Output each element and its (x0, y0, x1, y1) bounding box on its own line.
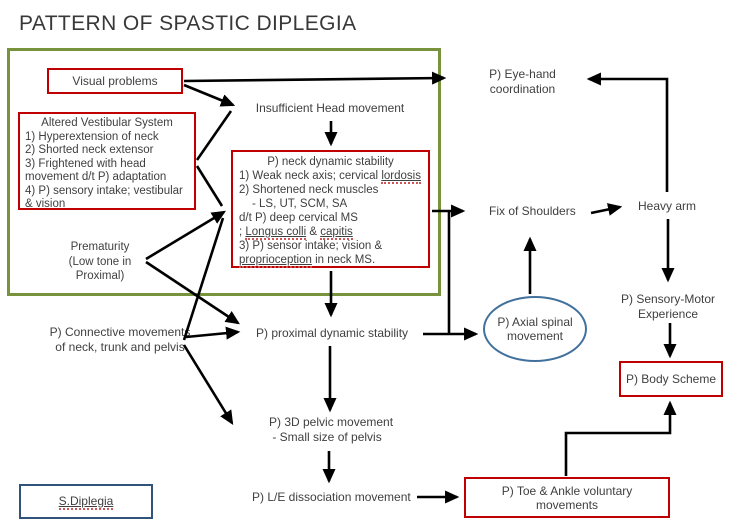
arrow-connective-to-pelvic (182, 344, 234, 425)
prematurity-label: Prematurity (Low tone in Proximal) (68, 241, 132, 282)
le-dissociation-label: P) L/E dissociation movement (252, 490, 411, 504)
altered-vestibular-line: movement d/t P) adaptation (25, 171, 167, 183)
altered-vestibular-line: 1) Hyperextension of neck (25, 130, 159, 143)
connective-movements-label: P) Connective movements of neck, trunk a… (49, 325, 191, 354)
proximal-stability-label: P) proximal dynamic stability (256, 326, 409, 340)
axial-spinal-ellipse: P) Axial spinal movement (483, 296, 587, 362)
neck-line6-underlined-1: Longus colli (245, 226, 307, 240)
visual-problems-label: Visual problems (72, 74, 158, 88)
visual-problems-box: Visual problems (47, 68, 183, 94)
neck-line6-mid: & (306, 226, 321, 238)
altered-vestibular-line: 4) P) sensory intake; vestibular (25, 184, 183, 197)
neck-stability-line: ; Longus colli & capitis (239, 225, 422, 240)
altered-vestibular-line: 2) Shorted neck extensor (25, 144, 154, 156)
eye-hand-label: P) Eye-hand coordination (489, 67, 556, 96)
page-title: PATTERN OF SPASTIC DIPLEGIA (19, 12, 357, 35)
neck-stability-line: 3) P) sensor intake; vision & (239, 240, 383, 252)
s-diplegia-label: S.Diplegia (58, 493, 114, 510)
neck-stability-line: d/t P) deep cervical MS (239, 212, 358, 224)
toe-ankle-box: P) Toe & Ankle voluntary movements (464, 477, 670, 518)
neck-line8-post: in neck MS. (311, 254, 376, 266)
neck-line6-pre: ; (239, 226, 246, 238)
body-scheme-box: P) Body Scheme (619, 361, 723, 397)
neck-stability-line: 1) Weak neck axis; cervical lordosis (239, 169, 422, 184)
pelvic-movement-label: P) 3D pelvic movement - Small size of pe… (269, 415, 394, 444)
altered-vestibular-title: Altered Vestibular System (41, 117, 173, 129)
body-scheme-label: P) Body Scheme (625, 372, 717, 386)
axial-spinal-label: P) Axial spinal movement (497, 314, 573, 344)
neck-stability-line: 2) Shortened neck muscles (239, 184, 379, 196)
arrow-heavyarm-to-eyehand (586, 72, 669, 192)
heavy-arm-label: Heavy arm (638, 199, 697, 213)
neck-stability-line: - LS, UT, SCM, SA (252, 198, 348, 210)
altered-vestibular-line: 3) Frightened with head (25, 157, 146, 170)
neck-stability-line: proprioception in neck MS. (239, 253, 422, 268)
neck-line2-pre: 1) Weak neck axis; cervical (239, 170, 382, 182)
neck-stability-title: P) neck dynamic stability (267, 156, 394, 168)
toe-ankle-label: P) Toe & Ankle voluntary movements (501, 483, 633, 512)
neck-line8-underlined: proprioception (239, 254, 312, 268)
altered-vestibular-box: Altered Vestibular System 1) Hyperextens… (18, 112, 196, 210)
neck-stability-box: P) neck dynamic stability 1) Weak neck a… (231, 150, 430, 268)
arrow-toeankle-to-bodyscheme (564, 400, 677, 476)
insufficient-head-label: Insufficient Head movement (255, 101, 405, 115)
altered-vestibular-line: & vision (25, 198, 66, 210)
s-diplegia-box: S.Diplegia (19, 484, 153, 519)
neck-line6-underlined-2: capitis (320, 226, 353, 240)
sensory-motor-label: P) Sensory-Motor Experience (620, 292, 716, 321)
neck-line2-underlined: lordosis (381, 170, 421, 184)
fix-shoulders-label: Fix of Shoulders (489, 204, 576, 218)
